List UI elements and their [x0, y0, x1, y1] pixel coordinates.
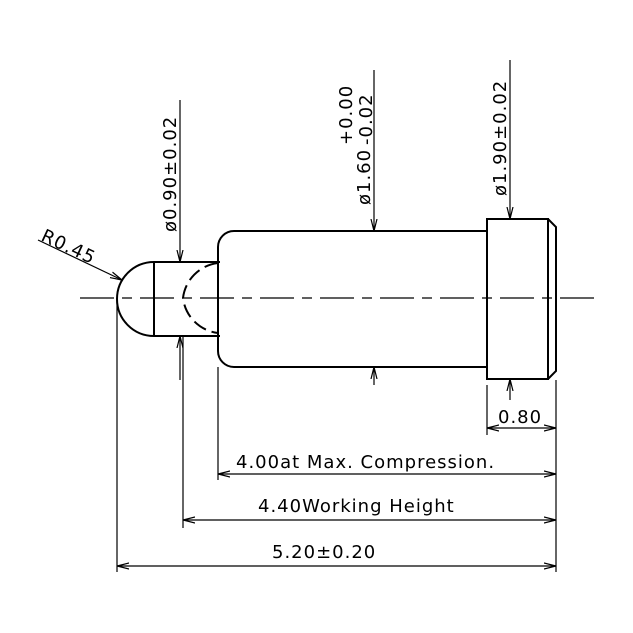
tip	[116, 261, 220, 337]
total-length-label: 5.20±0.20	[272, 542, 376, 563]
tip-diameter-label: ø0.90±0.02	[160, 116, 181, 232]
body	[217, 230, 487, 368]
working-height-label: 4.40Working Height	[258, 496, 455, 517]
extension-lines	[116, 300, 557, 572]
radius-label: R0.45	[38, 225, 99, 268]
body-tol-lower: -0.02	[356, 93, 377, 145]
compressed-label: 4.00at Max. Compression.	[236, 452, 495, 473]
head	[486, 218, 557, 380]
body-diameter-label: ø1.60	[354, 149, 375, 205]
radius-leader	[37, 239, 122, 280]
head-length-label: 0.80	[498, 407, 542, 428]
head-diameter-label: ø1.90±0.02	[490, 80, 511, 196]
body-tol-upper: +0.00	[336, 85, 357, 145]
